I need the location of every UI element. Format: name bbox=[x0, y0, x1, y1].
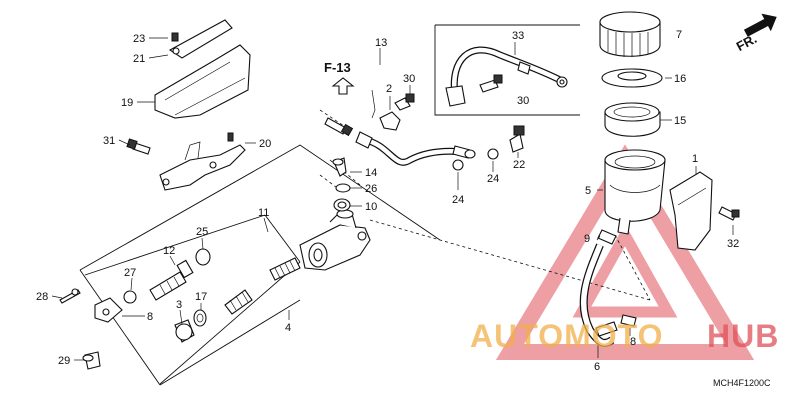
callout-22: 22 bbox=[513, 159, 525, 171]
plate-16 bbox=[601, 68, 663, 88]
callout-13: 13 bbox=[375, 37, 387, 49]
callout-5: 5 bbox=[585, 185, 591, 197]
watermark-triangle bbox=[495, 144, 755, 360]
bolt-30a bbox=[394, 93, 415, 111]
callout-23: 23 bbox=[133, 33, 145, 45]
callout-numbers: 23 21 19 31 20 13 2 30 30 33 22 24 24 14… bbox=[36, 29, 739, 373]
callout-2: 2 bbox=[386, 83, 392, 95]
spring-piston bbox=[269, 257, 301, 281]
watermark-logo: AUTOMOTO HUB bbox=[470, 318, 779, 354]
reservoir-cover-1 bbox=[669, 171, 713, 251]
washer-24c bbox=[452, 159, 464, 171]
callout-17: 17 bbox=[195, 291, 207, 303]
diaphragm-15 bbox=[604, 102, 661, 137]
clip-8-left bbox=[94, 297, 123, 323]
callout-21: 21 bbox=[133, 53, 145, 65]
callout-30a: 30 bbox=[403, 73, 415, 85]
stay-bracket-20 bbox=[159, 132, 246, 191]
callout-20: 20 bbox=[259, 138, 271, 150]
callout-24b: 24 bbox=[452, 194, 464, 206]
master-cylinder-body bbox=[299, 209, 371, 271]
watermark-text-automoto: AUTOMOTO bbox=[470, 318, 663, 354]
pin-29 bbox=[82, 351, 101, 370]
f13-reference bbox=[331, 77, 355, 95]
callout-12: 12 bbox=[163, 245, 175, 257]
bolt-32 bbox=[718, 206, 740, 221]
joint-14 bbox=[332, 157, 347, 177]
callout-9: 9 bbox=[584, 233, 590, 245]
callout-7: 7 bbox=[676, 29, 682, 41]
bracket-21 bbox=[168, 19, 233, 59]
callout-30b: 30 bbox=[517, 95, 529, 107]
callout-33: 33 bbox=[512, 30, 524, 42]
piston-cup bbox=[224, 289, 253, 315]
piston-12 bbox=[149, 259, 194, 301]
callout-16: 16 bbox=[674, 73, 686, 85]
reservoir-cap-7 bbox=[599, 11, 661, 57]
callout-26: 26 bbox=[365, 183, 377, 195]
callout-19: 19 bbox=[121, 97, 133, 109]
callout-10: 10 bbox=[365, 201, 377, 213]
callout-25: 25 bbox=[196, 226, 208, 238]
cup-25 bbox=[195, 248, 211, 266]
callout-6: 6 bbox=[594, 361, 600, 373]
fr-direction-arrow bbox=[743, 13, 777, 37]
callout-8-right: 8 bbox=[630, 336, 636, 348]
nut-27 bbox=[123, 290, 137, 304]
bolt-30b bbox=[479, 74, 503, 93]
reservoir-5 bbox=[604, 149, 666, 235]
washer-24a bbox=[464, 149, 476, 159]
f13-label: F-13 bbox=[324, 60, 351, 75]
callout-8-left: 8 bbox=[147, 311, 153, 323]
diagram-code: MCH4F1200C bbox=[713, 378, 771, 388]
callout-32: 32 bbox=[727, 238, 739, 250]
callout-15: 15 bbox=[674, 115, 686, 127]
bolt-22 bbox=[509, 125, 525, 153]
watermark-text-hub: HUB bbox=[707, 318, 779, 354]
callout-4: 4 bbox=[285, 322, 291, 334]
fr-label: FR. bbox=[734, 31, 760, 54]
callout-11: 11 bbox=[258, 207, 269, 219]
seal-17 bbox=[193, 309, 207, 327]
callout-14: 14 bbox=[365, 167, 377, 179]
callout-28: 28 bbox=[36, 291, 48, 303]
bleed-bolt bbox=[324, 117, 354, 137]
pin-28 bbox=[59, 288, 81, 304]
callout-3: 3 bbox=[176, 299, 182, 311]
clip-10 bbox=[333, 198, 351, 212]
hose-6 bbox=[579, 243, 615, 347]
bolt-31 bbox=[126, 138, 151, 155]
hose-33 bbox=[445, 46, 568, 107]
guard-plate-19 bbox=[154, 44, 251, 119]
cylinder-assembly-frame bbox=[79, 144, 441, 386]
hose-13 bbox=[355, 89, 471, 166]
clip-9 bbox=[597, 229, 617, 245]
callout-31: 31 bbox=[103, 135, 115, 147]
callout-1: 1 bbox=[692, 153, 698, 165]
leader-lines bbox=[51, 37, 734, 361]
oring-26 bbox=[335, 183, 351, 193]
callout-27: 27 bbox=[124, 267, 136, 279]
clamp-2 bbox=[379, 111, 401, 131]
washer-24b bbox=[487, 148, 499, 160]
callout-24a: 24 bbox=[487, 173, 499, 185]
callout-29: 29 bbox=[58, 355, 70, 367]
boot-3 bbox=[174, 319, 195, 343]
clip-8-right bbox=[595, 314, 637, 337]
